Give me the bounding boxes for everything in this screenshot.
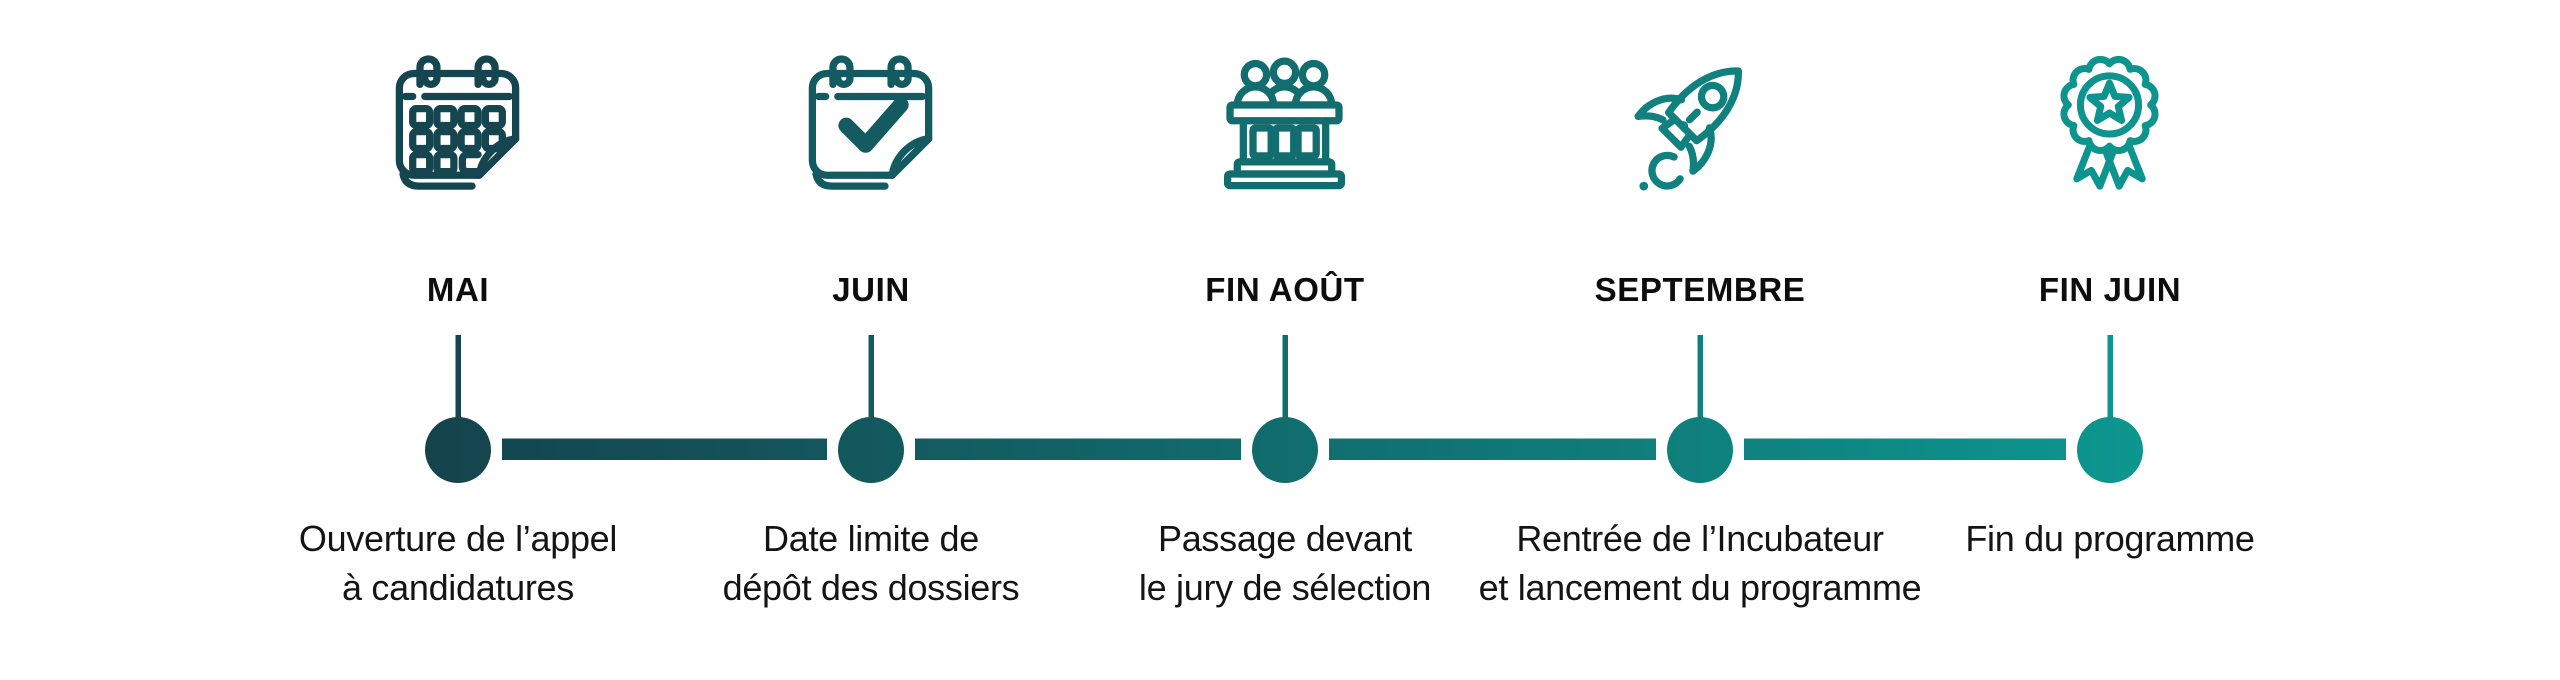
timeline-segment-4 xyxy=(1744,438,2066,460)
caption-line: et lancement du programme xyxy=(1478,567,1922,608)
timeline-dot-1 xyxy=(425,417,491,483)
milestone-caption-septembre: Rentrée de l’Incubateur et lancement du … xyxy=(1479,514,1922,612)
milestone-caption-juin: Date limite de dépôt des dossiers xyxy=(723,514,1020,612)
milestone-label-juin: JUIN xyxy=(832,271,910,308)
caption-line: Passage devant xyxy=(1157,518,1412,559)
milestone-caption-fin-aout: Passage devant le jury de sélection xyxy=(1139,514,1431,612)
caption-line: Date limite de xyxy=(763,518,979,559)
timeline-dot-3 xyxy=(1252,417,1318,483)
timeline-stem-5 xyxy=(2107,335,2113,423)
milestone-caption-fin-juin: Fin du programme xyxy=(1965,514,2255,563)
timeline-stem-4 xyxy=(1697,335,1703,423)
timeline-dot-5 xyxy=(2077,417,2143,483)
calendar-check-icon xyxy=(793,42,948,197)
timeline-segment-3 xyxy=(1329,438,1656,460)
rocket-icon xyxy=(1622,42,1777,197)
milestone-label-mai: MAI xyxy=(426,271,490,308)
timeline-segment-1 xyxy=(502,438,827,460)
milestone-label-septembre: SEPTEMBRE xyxy=(1594,271,1806,308)
timeline-dot-2 xyxy=(838,417,904,483)
timeline-stem-2 xyxy=(868,335,874,423)
caption-line: à candidatures xyxy=(342,567,574,608)
timeline-segment-2 xyxy=(915,438,1241,460)
timeline-dot-4 xyxy=(1667,417,1733,483)
caption-line: le jury de sélection xyxy=(1138,567,1432,608)
caption-line: Ouverture de l’appel xyxy=(298,518,618,559)
milestone-caption-mai: Ouverture de l’appel à candidatures xyxy=(298,514,618,612)
timeline-stem-3 xyxy=(1282,335,1288,423)
caption-line: Fin du programme xyxy=(1965,518,2255,559)
milestone-label-fin-aout: FIN AOÛT xyxy=(1205,271,1365,308)
award-icon xyxy=(2032,42,2187,197)
jury-icon xyxy=(1207,42,1362,197)
caption-line: Rentrée de l’Incubateur xyxy=(1516,518,1884,559)
milestone-label-fin-juin: FIN JUIN xyxy=(2038,271,2182,308)
timeline-stem-1 xyxy=(455,335,461,423)
caption-line: dépôt des dossiers xyxy=(722,567,1020,608)
calendar-icon xyxy=(380,42,535,197)
